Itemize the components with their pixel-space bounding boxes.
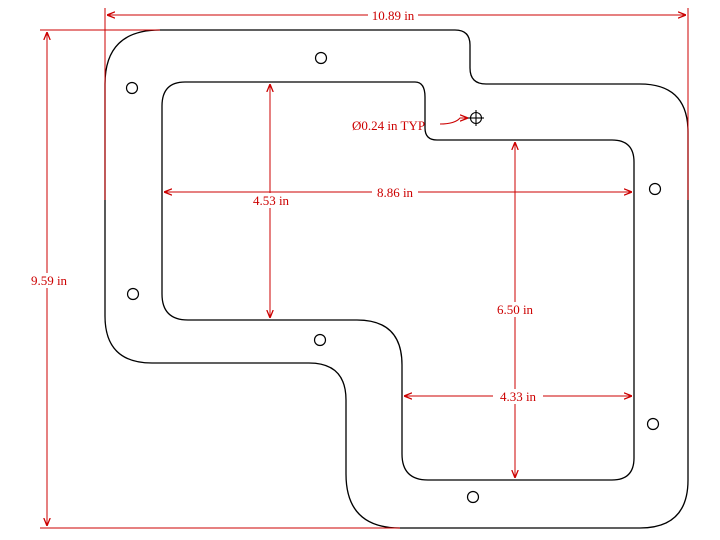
lower-height-label: 6.50 in — [497, 302, 534, 317]
mounting-hole — [648, 182, 662, 196]
dimension-labels: 10.89 in 9.59 in 8.86 in 4.53 in 6.50 in… — [26, 8, 543, 404]
gasket-inner-opening — [161, 81, 635, 481]
callout-hole — [468, 110, 484, 126]
lower-width-label: 4.33 in — [500, 389, 537, 404]
mounting-hole — [466, 490, 480, 504]
overall-height-label: 9.59 in — [31, 273, 68, 288]
dimension-lines — [47, 15, 686, 526]
mounting-hole — [314, 51, 328, 65]
upper-height-label: 4.53 in — [253, 193, 290, 208]
gasket-outer-outline — [104, 29, 689, 529]
upper-width-label: 8.86 in — [377, 185, 414, 200]
mounting-hole — [313, 333, 327, 347]
mounting-holes — [125, 51, 662, 504]
callout-leader — [439, 118, 468, 125]
overall-width-label: 10.89 in — [372, 8, 415, 23]
hole-callout-label: Ø0.24 in TYP — [352, 118, 425, 133]
mounting-hole — [646, 417, 660, 431]
mounting-hole — [125, 81, 139, 95]
mounting-hole — [126, 287, 140, 301]
extension-lines — [40, 8, 689, 529]
